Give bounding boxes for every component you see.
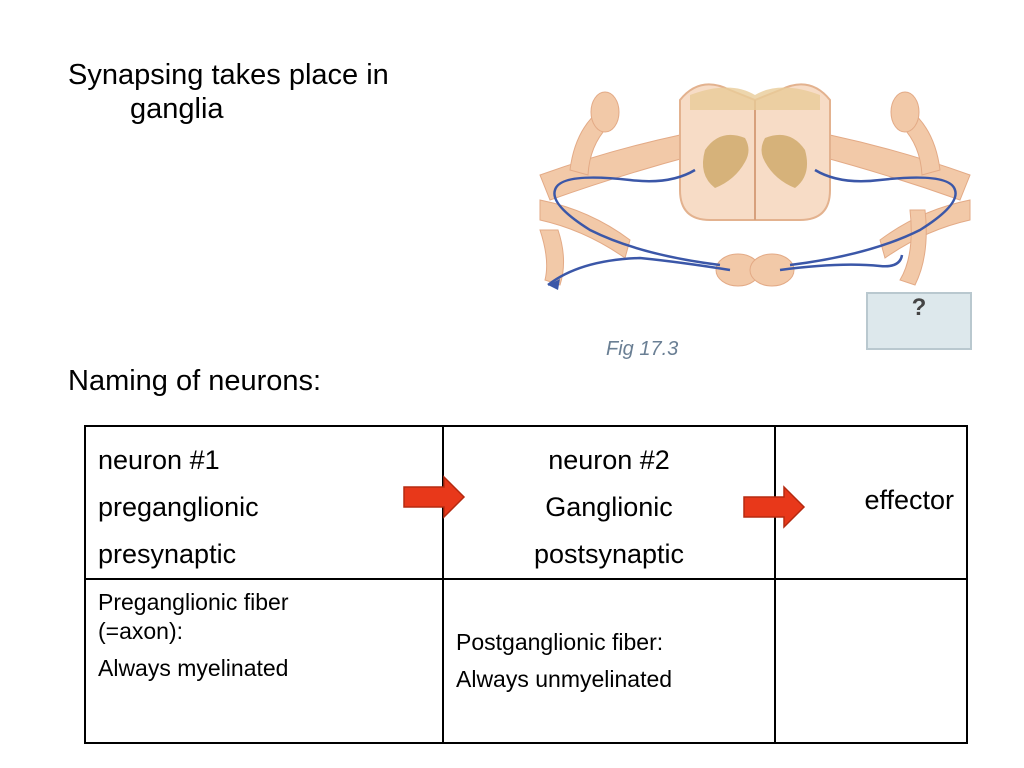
neuron-1-preganglionic: preganglionic (98, 492, 259, 522)
figure-caption: Fig 17.3 (606, 338, 679, 360)
cell-empty (774, 578, 968, 744)
effector-label: effector (864, 485, 954, 515)
slide-heading: Synapsing takes place in ganglia (68, 58, 488, 126)
neuron-1-label: neuron #1 (98, 445, 220, 475)
spinal-cord-illustration (539, 83, 971, 290)
table-row-names: neuron #1 preganglionic presynaptic neur… (84, 425, 968, 580)
cell-postganglionic-fiber: Postganglionic fiber: Always unmyelinate… (442, 578, 776, 744)
cell-effector: effector (774, 425, 968, 580)
neuron-2-ganglionic: Ganglionic (545, 492, 673, 522)
heading-line-1: Synapsing takes place in (68, 59, 389, 91)
postganglionic-fiber-unmyelinated: Always unmyelinated (456, 666, 673, 692)
table-row-fibers: Preganglionic fiber (=axon): Always myel… (84, 578, 968, 744)
question-mark: ? (911, 294, 927, 321)
neuron-2-postsynaptic: postsynaptic (533, 539, 685, 569)
preganglionic-fiber-line-1: Preganglionic fiber (98, 589, 289, 615)
preganglionic-fiber-line-2: (=axon): (98, 618, 184, 644)
naming-label: Naming of neurons: (68, 365, 322, 397)
cell-neuron-2: neuron #2 Ganglionic postsynaptic (442, 425, 806, 580)
cell-neuron-1: neuron #1 preganglionic presynaptic (84, 425, 466, 580)
neuron-2-label: neuron #2 (548, 445, 670, 475)
postganglionic-fiber-line-1: Postganglionic fiber: (456, 629, 664, 655)
neuron-1-presynaptic: presynaptic (98, 539, 237, 569)
effector-question-box: ? (866, 292, 972, 350)
cell-preganglionic-fiber: Preganglionic fiber (=axon): Always myel… (84, 578, 444, 744)
preganglionic-fiber-myelinated: Always myelinated (98, 655, 289, 681)
heading-line-2: ganglia (130, 93, 224, 125)
neuron-naming-table: neuron #1 preganglionic presynaptic neur… (84, 425, 968, 744)
